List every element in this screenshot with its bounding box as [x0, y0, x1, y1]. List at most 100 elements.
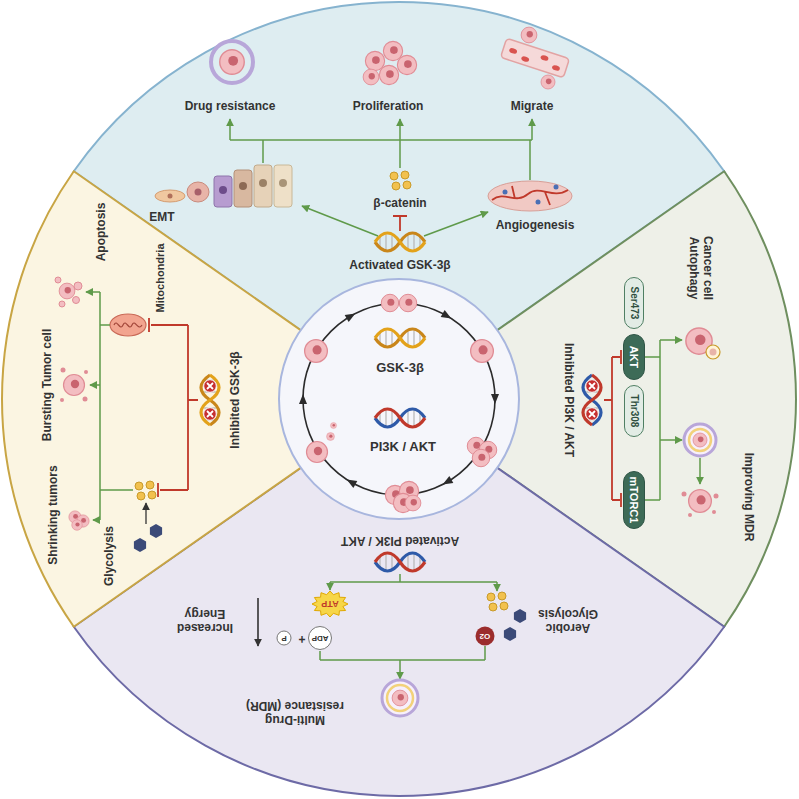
top-sector-art-circle — [211, 41, 253, 83]
top-sector-art-ellipse — [155, 190, 185, 202]
right-sector-art-use — [586, 408, 599, 421]
left-sector-art-circle — [83, 397, 88, 402]
node-text: ATP — [321, 600, 338, 609]
node-text: AKT — [629, 346, 640, 369]
node-text: mTORC1 — [629, 477, 640, 524]
right-sector-art — [583, 328, 720, 517]
top-sector-art-circle — [219, 186, 227, 194]
left-sector-art-use — [150, 524, 162, 538]
center-cycle-use — [330, 422, 336, 428]
node-text: Ser473 — [629, 287, 639, 320]
text-label: Migrate — [511, 100, 554, 114]
center-cycle-g-path — [441, 310, 454, 322]
right-sector-art-use — [583, 375, 601, 425]
top-sector-art-g-path — [229, 119, 231, 140]
left-sector-art-path — [149, 318, 198, 497]
center-cycle-g-path — [345, 310, 358, 322]
left-sector-art-circle — [73, 297, 80, 304]
pill-box: mTORC1 — [623, 471, 645, 529]
top-sector-art-g-path — [230, 139, 532, 141]
center-cycle-g-path — [345, 476, 358, 488]
center-cycle-g-path — [441, 476, 454, 488]
top-sector-art-path — [393, 216, 407, 231]
node-text: Thr308 — [629, 395, 639, 428]
right-sector-art-use — [586, 380, 599, 393]
right-sector-art-circle — [689, 429, 711, 451]
left-sector-art-circle — [61, 368, 66, 373]
left-sector-art-circle — [84, 370, 88, 374]
right-sector-art-circle — [682, 492, 687, 497]
center-cycle-use — [375, 329, 425, 347]
bottom-sector-art-circle — [382, 680, 418, 716]
top-sector-art-ellipse — [488, 181, 572, 211]
top-sector-art-rect — [274, 165, 292, 207]
top-sector-art-g-ellipse — [521, 55, 530, 62]
top-sector-art-circle — [239, 182, 247, 190]
top-sector-art-circle — [195, 189, 202, 196]
starburst-node: ATP — [311, 590, 349, 618]
bottom-sector-art-g-path — [329, 582, 331, 590]
text-label: Activated PI3K / AKT — [341, 533, 459, 547]
node-text: P — [281, 634, 286, 642]
left-sector-art-g-path — [90, 384, 100, 386]
bottom-sector-art-use — [504, 627, 516, 641]
left-sector-art-use — [72, 520, 83, 531]
bottom-sector-art-g-path — [496, 582, 498, 591]
bottom-sector-art-g-path — [330, 574, 497, 582]
node-text: O2 — [480, 632, 491, 640]
top-sector-art-use — [220, 50, 245, 75]
top-sector-art-g-ellipse — [509, 47, 518, 54]
left-sector-art-circle — [59, 301, 65, 307]
text-label: Drug resistance — [185, 100, 276, 114]
pill-box: Ser473 — [624, 277, 644, 329]
top-sector-art-use — [521, 27, 537, 43]
text-label: Apoptosis — [95, 203, 109, 262]
right-sector-art-g — [645, 340, 700, 500]
left-sector-art — [55, 277, 219, 552]
pill-box: AKT — [623, 334, 645, 380]
text-label: Cancer cell Autophagy — [686, 229, 714, 307]
top-sector-art-g-ellipse — [551, 64, 560, 71]
left-sector-art-use — [204, 408, 217, 421]
center-cycle-use — [305, 340, 328, 363]
right-sector-art-g-path — [660, 439, 682, 441]
pill-box: Thr308 — [624, 385, 644, 437]
center-cycle-use — [472, 449, 490, 467]
left-sector-art-path — [114, 323, 142, 327]
center-cycle-g-path — [491, 394, 499, 404]
text-label: EMT — [149, 211, 174, 225]
top-sector-art-use — [365, 51, 384, 70]
top-sector-art-ellipse — [187, 182, 209, 202]
left-sector-art-use — [59, 283, 75, 299]
top-sector-art-use — [379, 65, 398, 84]
top-sector-art-circle — [536, 200, 541, 205]
top-sector-art-circle — [259, 179, 267, 187]
center-cycle-circle — [279, 279, 519, 519]
left-sector-art-use — [201, 375, 219, 425]
left-sector-art-g-path — [93, 519, 100, 521]
center-cycle — [279, 279, 519, 519]
right-sector-art-circle — [706, 345, 720, 359]
top-sector-art-g-ellipse — [540, 54, 549, 61]
bottom-sector-art-path — [257, 598, 259, 646]
center-cycle-use — [307, 442, 328, 463]
text-label: PI3K / AKT — [370, 440, 436, 455]
top-sector-art-use — [397, 55, 416, 74]
circle-node: O2 — [476, 627, 495, 646]
center-cycle-use — [375, 409, 425, 427]
top-sector-art-g-path — [531, 119, 533, 140]
top-sector-art-g-path — [424, 212, 488, 236]
right-sector-art-circle — [688, 513, 692, 517]
text-label: Bursting Tumor cell — [41, 329, 55, 441]
left-sector-art-ellipse — [110, 314, 146, 336]
circle-node: ADP — [308, 626, 332, 650]
top-sector-art-rect — [254, 165, 272, 207]
left-sector-art-circle — [55, 277, 61, 283]
bottom-sector-art-g-path — [399, 660, 401, 679]
top-sector-art-use — [363, 69, 379, 85]
bottom-sector-art-use — [487, 592, 508, 611]
top-sector-art-circle — [279, 179, 287, 187]
left-sector-art-g — [86, 292, 133, 520]
